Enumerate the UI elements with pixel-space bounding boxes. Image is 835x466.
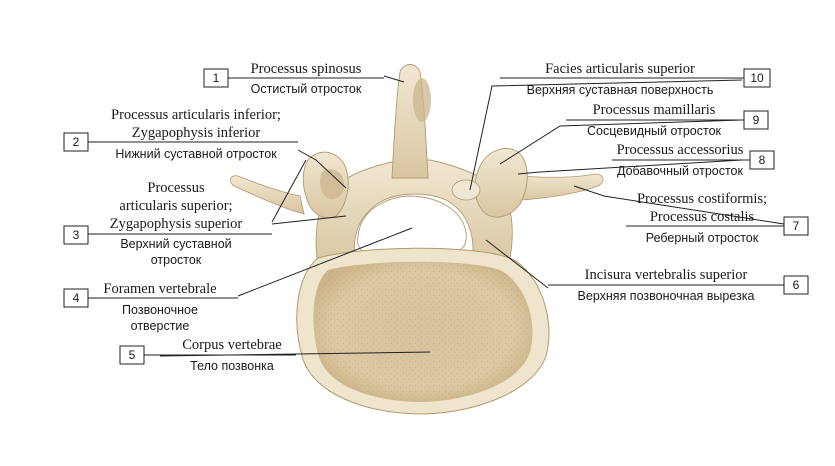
label-latin: Processus accessorius xyxy=(617,142,744,158)
label-russian: Верхняя позвоночная вырезка xyxy=(578,289,755,303)
label-russian: Верхняя суставная поверхность xyxy=(527,83,714,97)
label-latin: Zygapophysis inferior xyxy=(132,125,261,141)
label-russian: Тело позвонка xyxy=(190,359,274,373)
label-latin: Foramen vertebrale xyxy=(103,281,216,297)
label-latin: Processus xyxy=(147,180,205,196)
label-russian: Верхний суставной xyxy=(120,237,231,251)
label-russian: отверстие xyxy=(131,319,190,333)
label-3: 3 Processus articularis superior; Zygapo… xyxy=(63,180,272,267)
label-5: 5 Corpus vertebrae Тело позвонка xyxy=(119,337,296,373)
label-2: 2 Processus articularis inferior; Zygapo… xyxy=(63,107,298,161)
label-russian: Добавочный отросток xyxy=(617,164,744,178)
label-latin: Incisura vertebralis superior xyxy=(585,267,748,283)
label-number-box xyxy=(63,225,89,245)
label-latin: articularis superior; xyxy=(119,198,232,214)
label-latin: Zygapophysis superior xyxy=(110,216,243,232)
label-9: 9 Processus mamillaris Сосцевидный отрос… xyxy=(566,102,769,138)
label-russian: отросток xyxy=(151,253,202,267)
label-number: 4 xyxy=(73,291,80,305)
label-number: 6 xyxy=(793,278,800,292)
label-4: 4 Foramen vertebrale Позвоночное отверст… xyxy=(63,281,238,333)
label-number: 1 xyxy=(213,71,220,85)
label-number: 5 xyxy=(129,348,136,362)
label-number: 8 xyxy=(759,153,766,167)
label-latin: Processus spinosus xyxy=(251,61,362,77)
label-latin: Processus costiformis; xyxy=(637,191,767,207)
vertebra-illustration xyxy=(230,64,604,415)
label-latin: Processus mamillaris xyxy=(593,102,716,118)
label-number: 3 xyxy=(73,228,80,242)
label-latin: Facies articularis superior xyxy=(545,61,695,77)
left-costal-process xyxy=(230,175,305,215)
label-10: 10 Facies articularis superior Верхняя с… xyxy=(500,61,771,97)
label-russian: Реберный отросток xyxy=(646,231,759,245)
label-number: 2 xyxy=(73,135,80,149)
label-number: 7 xyxy=(793,219,800,233)
label-russian: Сосцевидный отросток xyxy=(587,124,722,138)
label-latin: Processus costalis xyxy=(650,209,755,225)
label-6: 6 Incisura vertebralis superior Верхняя … xyxy=(548,267,809,303)
right-costal-process xyxy=(519,173,604,201)
label-8: 8 Processus accessorius Добавочный отрос… xyxy=(612,142,775,178)
leader-lines xyxy=(159,75,785,357)
label-number: 10 xyxy=(750,71,764,85)
label-russian: Остистый отросток xyxy=(251,82,362,96)
label-russian: Позвоночное xyxy=(122,303,198,317)
label-russian: Нижний суставной отросток xyxy=(115,147,277,161)
label-latin: Corpus vertebrae xyxy=(182,337,281,353)
label-latin: Processus articularis inferior; xyxy=(111,107,281,123)
right-superior-facet xyxy=(451,179,481,201)
right-articular-process xyxy=(474,148,528,218)
label-1: 1 Processus spinosus Остистый отросток xyxy=(203,61,384,96)
label-number: 9 xyxy=(753,113,760,127)
label-7: 7 Processus costiformis; Processus costa… xyxy=(626,191,809,245)
